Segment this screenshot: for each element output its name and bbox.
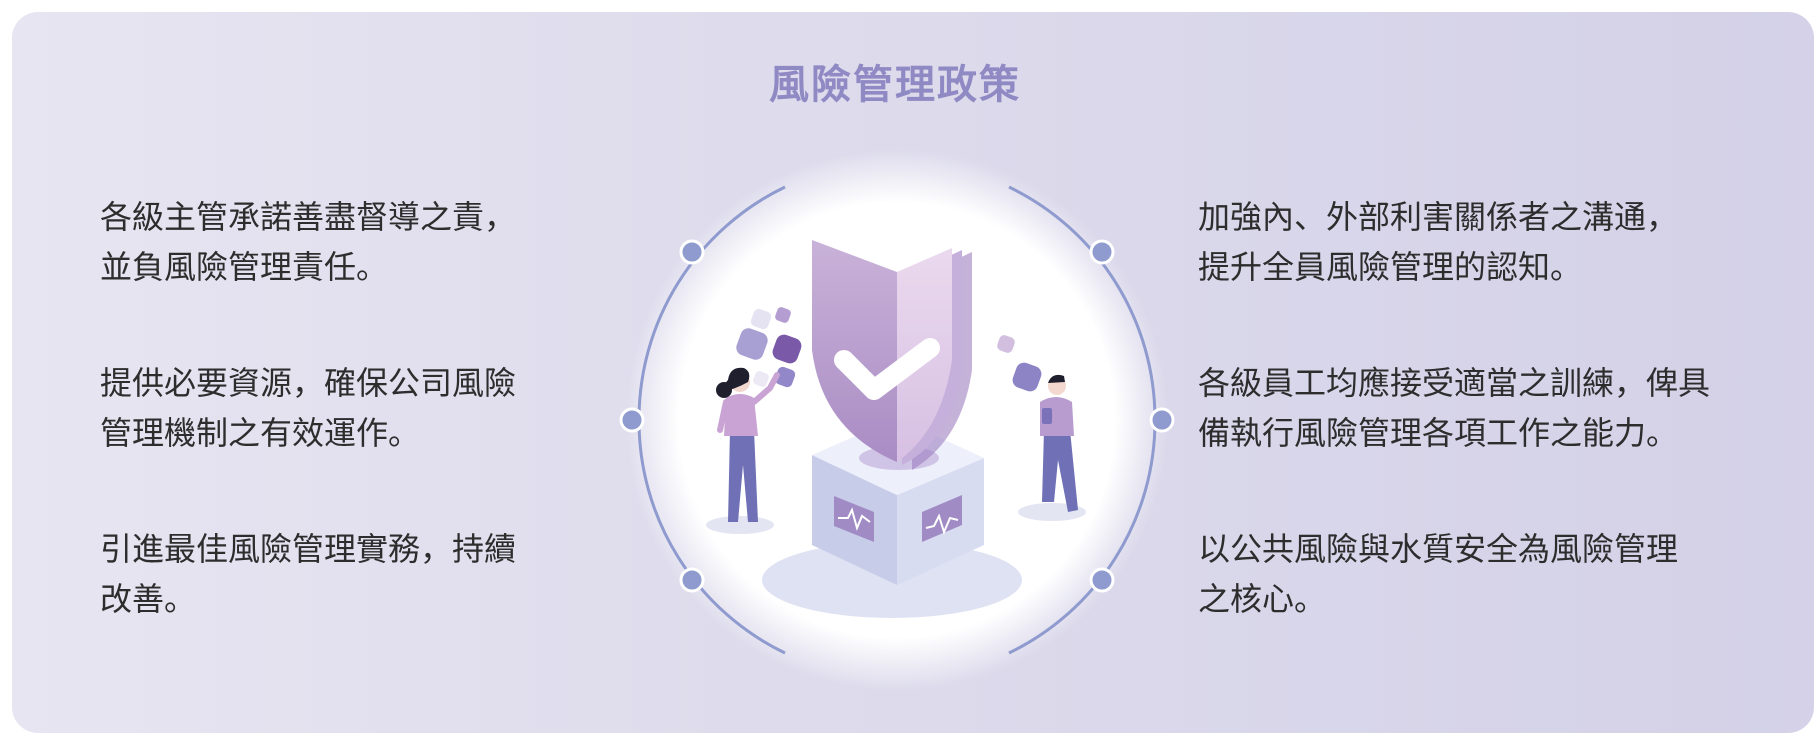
- policy-text: 提升全員風險管理的認知。: [1198, 248, 1583, 286]
- page-title: 風險管理政策: [769, 62, 1021, 108]
- policy-text: 以公共風險與水質安全為風險管理: [1198, 530, 1679, 568]
- policy-text: 各級主管承諾善盡督導之責，: [100, 198, 517, 236]
- policy-item-right-3: 以公共風險與水質安全為風險管理 之核心。: [1198, 524, 1758, 624]
- monitor-pedestal-icon: [762, 418, 1022, 618]
- policy-text: 管理機制之有效運作。: [100, 414, 421, 452]
- policy-text: 備執行風險管理各項工作之能力。: [1198, 414, 1679, 452]
- floating-tiles: [736, 307, 1042, 392]
- person-man-icon: [1018, 374, 1086, 521]
- person-woman-icon: [706, 367, 780, 534]
- policy-item-left-3: 引進最佳風險管理實務，持續 改善。: [100, 524, 570, 624]
- policy-text: 之核心。: [1198, 580, 1327, 618]
- policy-item-left-2: 提供必要資源，確保公司風險 管理機制之有效運作。: [100, 358, 570, 458]
- policy-item-right-2: 各級員工均應接受適當之訓練，俾具 備執行風險管理各項工作之能力。: [1198, 358, 1778, 458]
- policy-item-left-1: 各級主管承諾善盡督導之責， 並負風險管理責任。: [100, 192, 570, 292]
- shield-check-icon: [812, 240, 972, 470]
- security-illustration: [612, 140, 1182, 704]
- policy-text: 引進最佳風險管理實務，持續: [100, 530, 517, 568]
- policy-text: 加強內、外部利害關係者之溝通，: [1198, 198, 1679, 236]
- policy-text: 提供必要資源，確保公司風險: [100, 364, 517, 402]
- policy-text: 改善。: [100, 580, 197, 618]
- policy-item-right-1: 加強內、外部利害關係者之溝通， 提升全員風險管理的認知。: [1198, 192, 1758, 292]
- ring-dots: [619, 239, 1175, 593]
- policy-text: 並負風險管理責任。: [100, 248, 389, 286]
- policy-text: 各級員工均應接受適當之訓練，俾具: [1198, 364, 1711, 402]
